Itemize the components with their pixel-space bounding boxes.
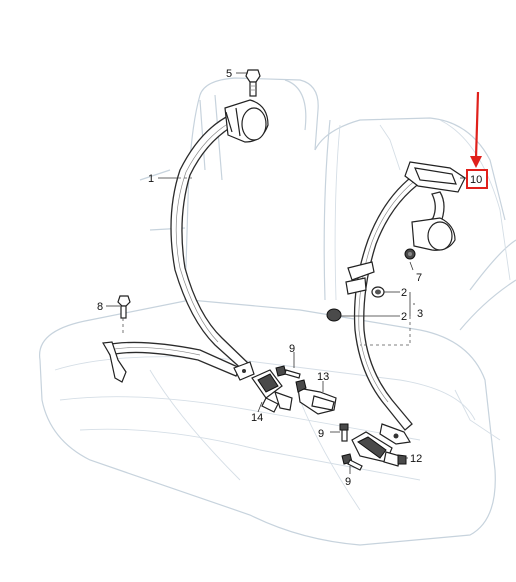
bracket-13 bbox=[295, 379, 337, 415]
bolt-5 bbox=[245, 69, 261, 97]
bolt-9-upper bbox=[275, 365, 301, 379]
right-seat-belt bbox=[345, 161, 466, 445]
highlight-callout-10: 10 bbox=[466, 91, 488, 189]
leader-lines bbox=[106, 72, 466, 474]
callout-3: 3 bbox=[417, 308, 423, 320]
left-seat-belt bbox=[102, 99, 269, 383]
callout-9-upper: 9 bbox=[289, 343, 295, 355]
callout-1: 1 bbox=[148, 173, 154, 185]
callout-10: 10 bbox=[470, 174, 482, 186]
callout-14: 14 bbox=[251, 412, 263, 424]
bolt-8 bbox=[117, 295, 131, 335]
callout-8: 8 bbox=[97, 301, 103, 313]
callout-9-lower: 9 bbox=[345, 476, 351, 488]
buckle-12 bbox=[351, 431, 407, 467]
callout-7: 7 bbox=[416, 272, 422, 284]
bolt-9-lower bbox=[341, 453, 363, 471]
callout-2-lower: 2 bbox=[401, 311, 407, 323]
rear-seat-outline bbox=[39, 77, 516, 546]
bolt-9-middle bbox=[339, 423, 349, 442]
buckle-14 bbox=[251, 369, 293, 413]
callout-5: 5 bbox=[226, 68, 232, 80]
callout-13: 13 bbox=[317, 371, 329, 383]
cap-2-upper bbox=[371, 286, 385, 298]
nut-7 bbox=[404, 248, 416, 260]
callout-12: 12 bbox=[410, 453, 422, 465]
callout-2-upper: 2 bbox=[401, 287, 407, 299]
callout-9-middle: 9 bbox=[318, 428, 324, 440]
cap-2-lower bbox=[326, 308, 342, 322]
